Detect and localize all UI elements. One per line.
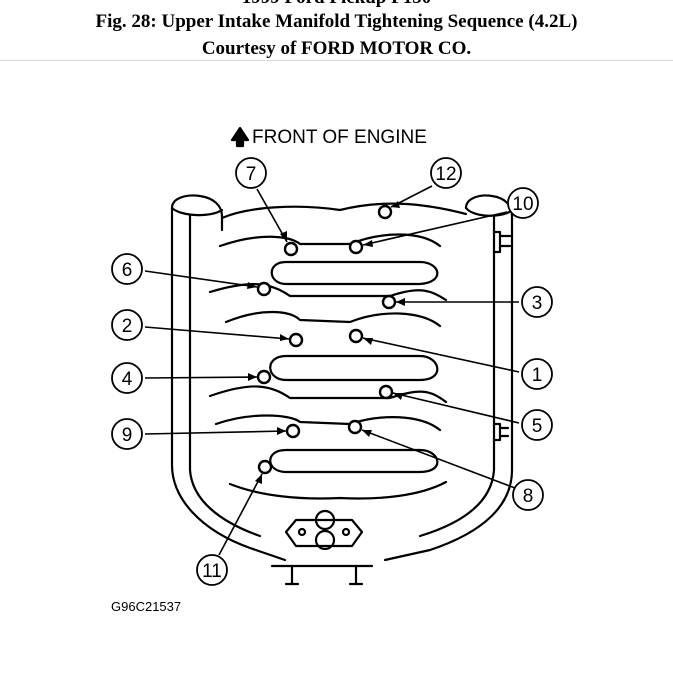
- document-title: 1999 Ford Pickup F150: [0, 0, 673, 9]
- runner-1: [220, 202, 468, 220]
- runner-5: [224, 311, 442, 328]
- runner-8: [214, 414, 442, 432]
- callout-10: 10: [512, 194, 533, 215]
- bolt-7: [283, 241, 299, 257]
- callout-circle-9: [111, 418, 143, 450]
- bolt-12: [377, 204, 393, 220]
- bolt-5: [378, 384, 394, 400]
- throttle-body-flange: [284, 518, 364, 548]
- arrowhead-1: [363, 338, 373, 345]
- leader-6: [144, 270, 258, 288]
- arrowhead-10: [363, 240, 373, 247]
- front-arrow-icon: [230, 126, 250, 148]
- runner-9: [269, 448, 439, 474]
- bolt-3: [381, 294, 397, 310]
- callout-circle-1: [521, 358, 553, 390]
- leader-10: [362, 211, 508, 246]
- leader-5: [392, 392, 520, 424]
- arrowhead-8: [362, 430, 372, 437]
- callout-12: 12: [435, 164, 456, 185]
- figure-code: G96C21537: [111, 599, 181, 614]
- flange-bolt-right: [341, 527, 351, 537]
- callout-circle-3: [521, 286, 553, 318]
- figure-credit: Courtesy of FORD MOTOR CO.: [201, 38, 472, 59]
- callout-4: 4: [122, 369, 133, 390]
- mount-base: [270, 564, 374, 586]
- callout-circle-6: [111, 253, 143, 285]
- runner-6: [269, 354, 439, 382]
- runner-7: [208, 385, 448, 404]
- callout-circle-8: [512, 479, 544, 511]
- callout-9: 9: [122, 425, 133, 446]
- callout-circle-11: [196, 554, 228, 586]
- arrowhead-6: [247, 282, 257, 289]
- bolt-10: [348, 239, 364, 255]
- bolt-6: [256, 281, 272, 297]
- leader-8: [361, 429, 516, 489]
- leader-11: [218, 473, 263, 556]
- callout-7: 7: [246, 164, 257, 185]
- runner-10: [228, 480, 448, 500]
- right-fitting-upper: [492, 230, 512, 254]
- bolt-1: [348, 328, 364, 344]
- throttle-bore-bottom: [314, 529, 336, 551]
- arrowhead-5: [393, 393, 403, 400]
- flange-bolt-left: [297, 527, 307, 537]
- throttle-bore-top: [314, 509, 336, 531]
- arrowhead-12: [391, 201, 400, 208]
- callout-6: 6: [122, 260, 133, 281]
- arrowhead-11: [255, 474, 262, 484]
- runner-3: [270, 260, 439, 286]
- callout-circle-5: [521, 409, 553, 441]
- runner-4: [208, 283, 448, 302]
- leader-4: [144, 376, 258, 379]
- callout-circle-4: [111, 362, 143, 394]
- front-of-engine-label: FRONT OF ENGINE: [252, 127, 427, 148]
- callout-circle-7: [235, 157, 267, 189]
- callout-11: 11: [202, 561, 222, 582]
- leader-1: [362, 337, 520, 373]
- header-divider: [0, 60, 673, 61]
- bolt-4: [256, 369, 272, 385]
- figure-caption: Fig. 28: Upper Intake Manifold Tightenin…: [95, 11, 578, 32]
- left-wall: [188, 214, 262, 538]
- arrowhead-2: [280, 334, 289, 341]
- bolt-2: [288, 332, 304, 348]
- bolt-9: [285, 423, 301, 439]
- leader-2: [144, 326, 290, 340]
- bolt-11: [257, 459, 273, 475]
- arrowhead-4: [248, 373, 257, 381]
- arrowhead-7: [280, 231, 287, 242]
- callout-1: 1: [532, 365, 543, 386]
- arrowhead-3: [396, 298, 405, 306]
- bolt-8: [347, 419, 363, 435]
- callout-2: 2: [122, 316, 133, 337]
- left-plenum: [170, 206, 224, 217]
- leader-9: [144, 430, 287, 435]
- callout-8: 8: [523, 486, 534, 507]
- right-wall: [418, 214, 496, 538]
- callout-circle-2: [111, 309, 143, 341]
- callout-circle-10: [507, 187, 539, 219]
- callout-circle-12: [430, 157, 462, 189]
- right-fitting-lower: [492, 422, 510, 442]
- callout-3: 3: [532, 293, 543, 314]
- arrowhead-9: [277, 427, 286, 435]
- callout-5: 5: [532, 416, 543, 437]
- runner-2: [218, 233, 442, 248]
